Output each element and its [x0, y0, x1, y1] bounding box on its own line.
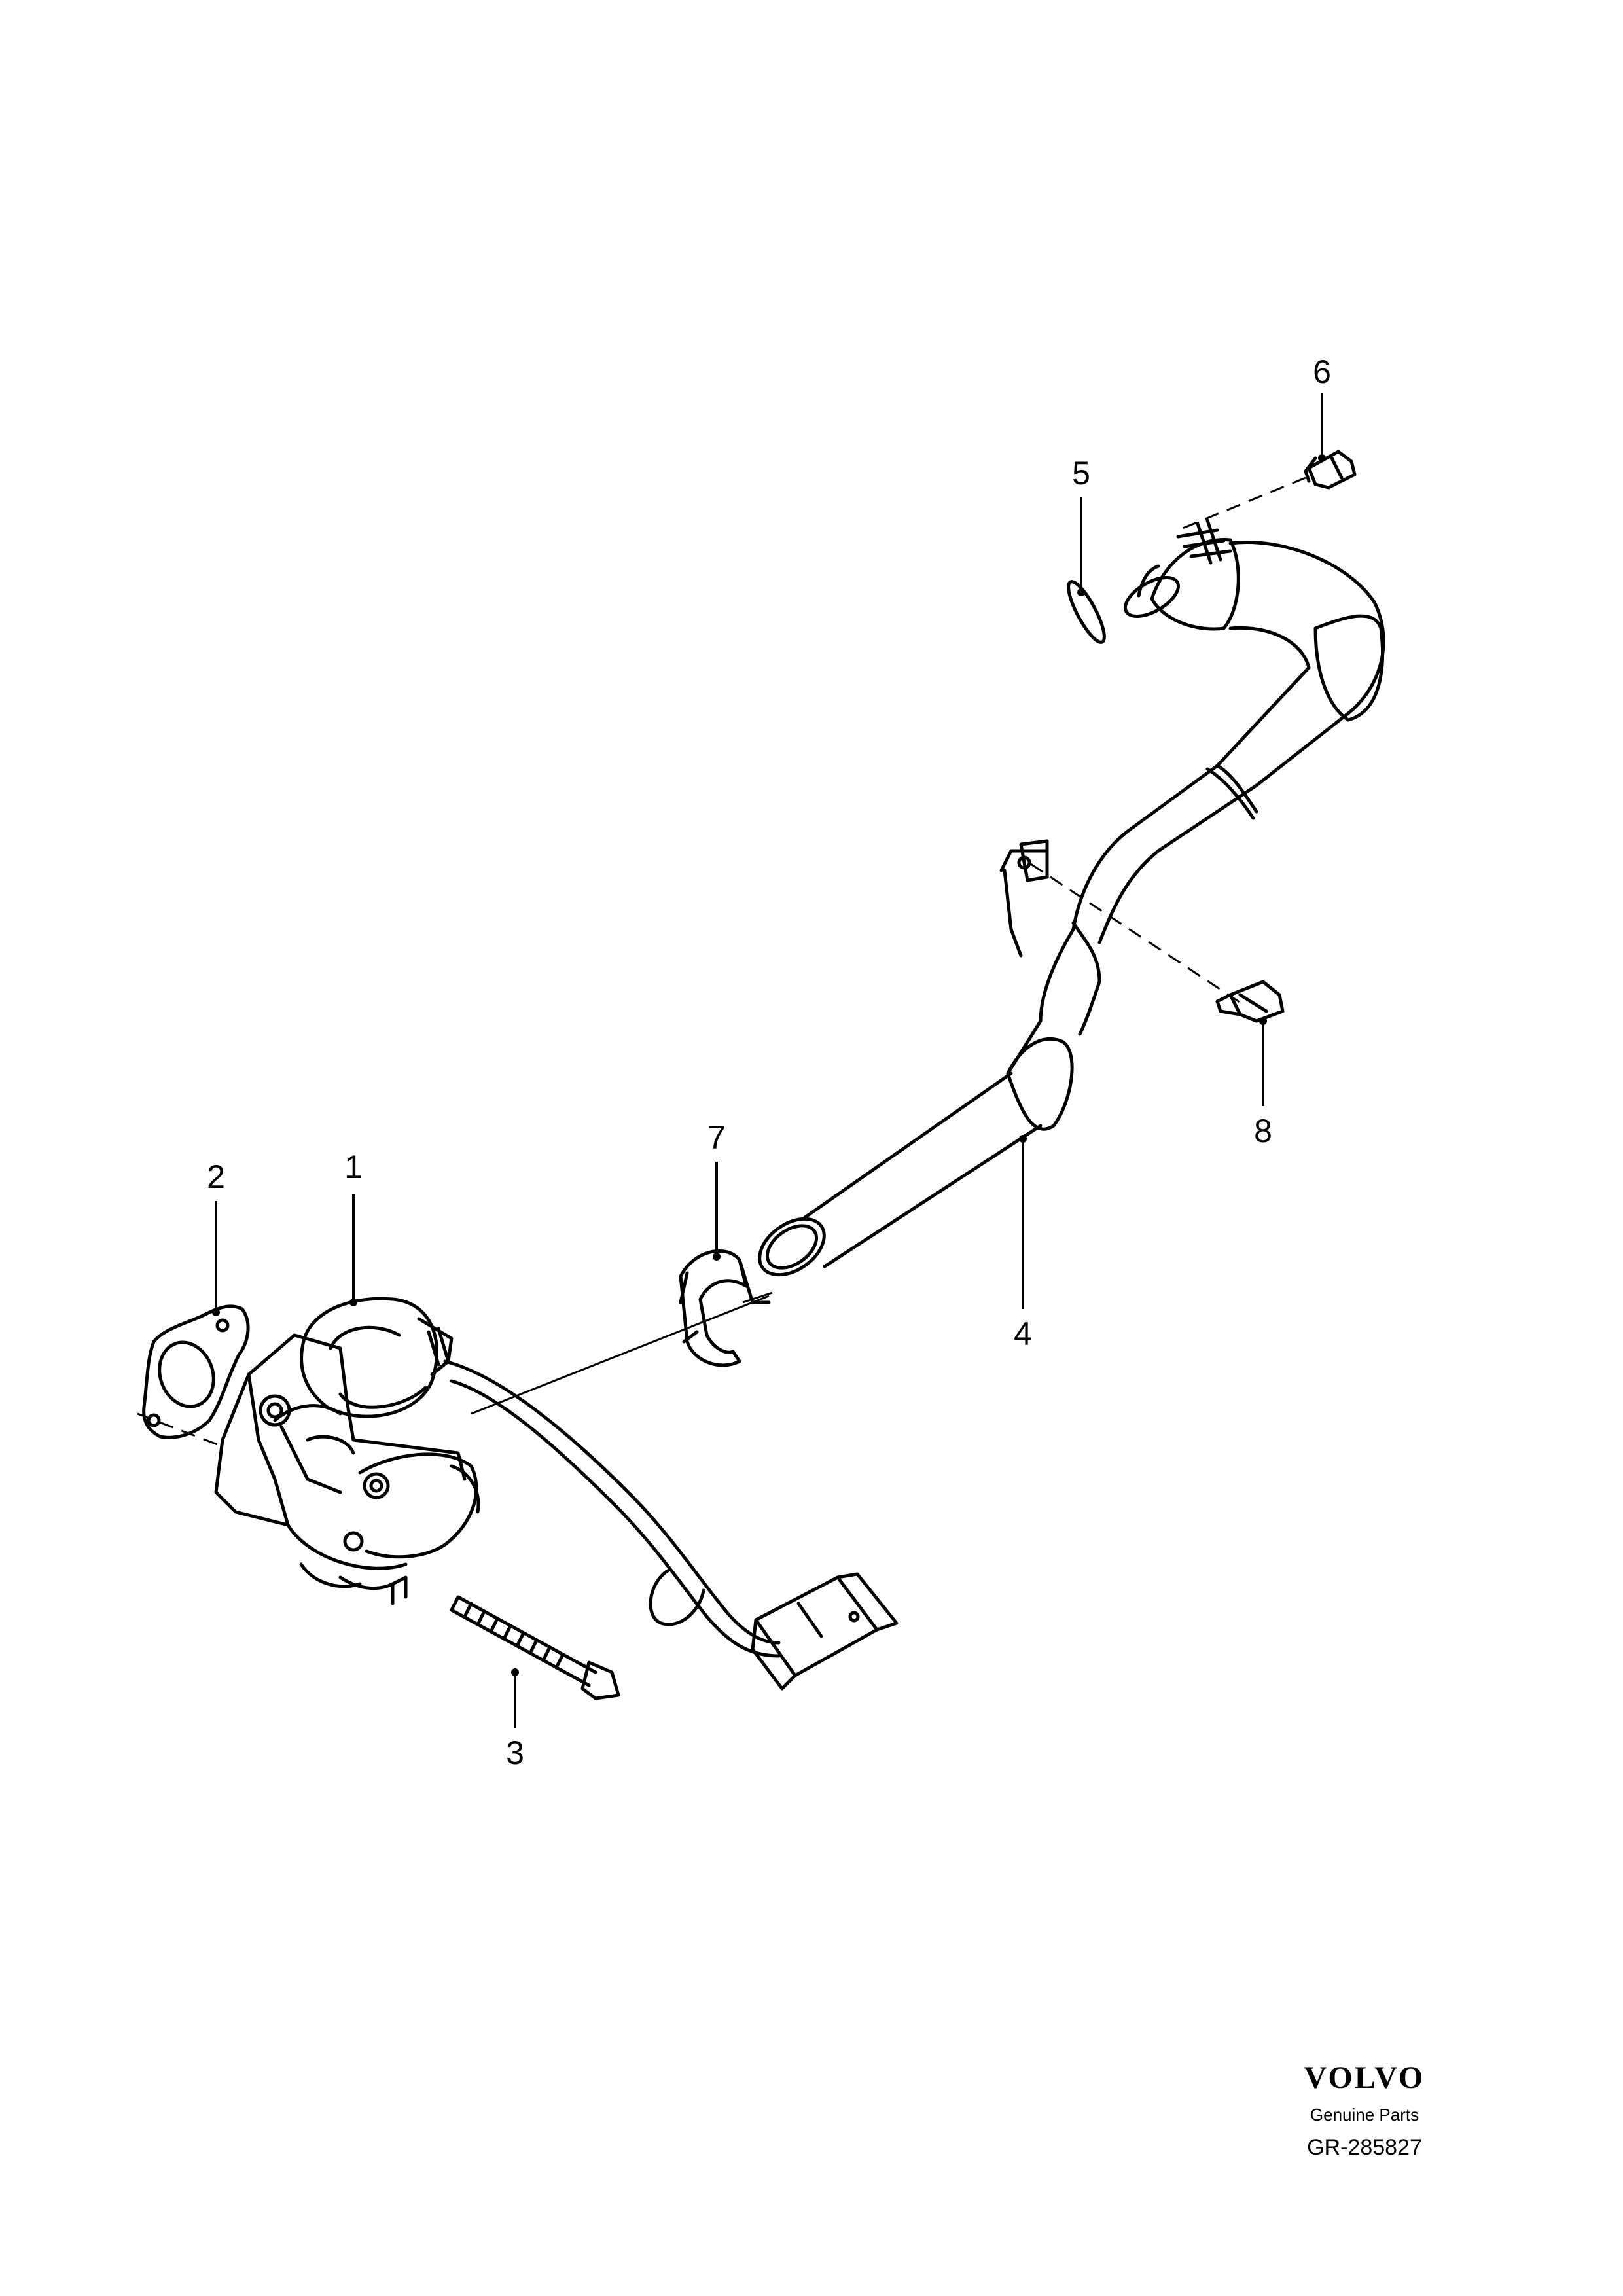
callout-8: 8	[1254, 1113, 1272, 1149]
assembly-lines	[137, 476, 1306, 1448]
diagram-code: GR-285827	[1307, 2135, 1422, 2160]
callout-1: 1	[344, 1149, 363, 1185]
egr-pipe	[758, 518, 1385, 1277]
screw-upper	[1304, 450, 1357, 490]
guide-lines	[471, 1291, 773, 1415]
egr-valve	[214, 1297, 899, 1691]
brand-logo: VOLVO	[1304, 2060, 1425, 2095]
callout-5: 5	[1072, 455, 1090, 492]
bolt-long	[450, 1595, 620, 1700]
clamp	[679, 1249, 771, 1367]
callout-3: 3	[506, 1734, 524, 1771]
leader-lines	[215, 393, 1323, 1728]
callout-6: 6	[1313, 353, 1331, 390]
callout-7: 7	[707, 1119, 726, 1156]
footer-subtitle: Genuine Parts	[1310, 2105, 1419, 2125]
callout-2: 2	[207, 1158, 225, 1195]
o-ring	[1067, 580, 1106, 644]
screw-lower	[1215, 980, 1285, 1023]
callout-4: 4	[1014, 1316, 1032, 1352]
gasket	[142, 1304, 250, 1439]
